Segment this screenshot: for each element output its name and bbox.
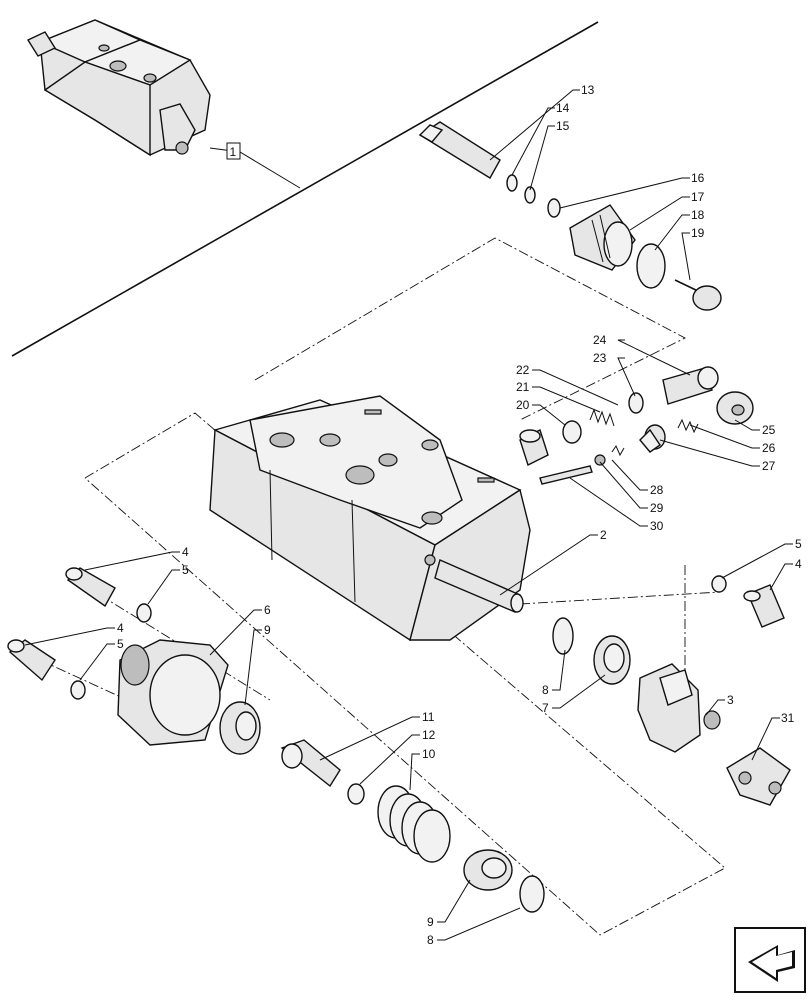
callout-4-right: 4: [795, 557, 802, 571]
snap-ring-15: [524, 186, 536, 204]
plug-20: [519, 429, 549, 466]
leader-lines: [24, 89, 793, 941]
callout-20: 20: [516, 398, 530, 412]
callout-18: 18: [691, 208, 705, 222]
callout-19: 19: [691, 226, 705, 240]
o-ring-21: [562, 420, 582, 444]
separator-line: [11, 21, 599, 357]
callout-11: 11: [422, 710, 435, 724]
washer-5-right: [711, 575, 727, 593]
washer-5-upper: [136, 603, 152, 623]
callout-16: 16: [691, 171, 705, 185]
snap-ring-16: [547, 198, 561, 218]
cap-25: [716, 391, 754, 425]
callout-numbers: 13 14 15 16 17 18 19 24 23 22 21 20 25 2…: [117, 83, 802, 947]
callout-17: 17: [691, 190, 705, 204]
seal-7: [593, 635, 631, 685]
valve-body: [209, 395, 531, 642]
ball-29: [594, 454, 606, 466]
spring-28: [611, 444, 625, 457]
axis-spool-cap: [254, 237, 686, 421]
seat-27: [639, 424, 666, 453]
callout-24: 24: [593, 333, 607, 347]
pin-30: [539, 465, 593, 485]
callout-4-lower: 4: [117, 621, 124, 635]
callout-9-upper: 9: [264, 623, 271, 637]
washer-5-lower: [70, 680, 86, 700]
spring-22: [589, 408, 615, 427]
screw-4-right: [743, 584, 785, 628]
callout-25: 25: [762, 423, 776, 437]
valve-assembly-thumbnail: [26, 19, 211, 157]
callout-3: 3: [727, 693, 734, 707]
washer-12: [347, 783, 365, 805]
check-valve-cap: [569, 204, 636, 271]
callout-8-right: 8: [542, 683, 549, 697]
callout-31: 31: [781, 711, 795, 725]
callout-8-lower: 8: [427, 933, 434, 947]
callout-4-upper: 4: [182, 545, 189, 559]
screw-4-upper: [65, 567, 116, 608]
callout-30: 30: [650, 519, 664, 533]
callout-6: 6: [264, 603, 271, 617]
callout-5-upper: 5: [182, 563, 189, 577]
callout-5-lower: 5: [117, 637, 124, 651]
thumbnail-leader: [209, 147, 301, 189]
callout-26: 26: [762, 441, 776, 455]
spool-pin: [418, 121, 501, 179]
ring-23: [628, 392, 644, 414]
callout-1-box: [226, 142, 241, 160]
callout-12: 12: [422, 728, 436, 742]
o-ring-8-lower: [519, 875, 545, 913]
sleeve-24: [662, 366, 719, 405]
callout-7: 7: [542, 701, 549, 715]
callout-13: 13: [581, 83, 595, 97]
screw-4-lower: [7, 639, 56, 682]
callout-1-label: 1: [230, 145, 237, 159]
chain-link-31: [726, 747, 791, 806]
axis-right-screw: [519, 591, 721, 605]
callout-10: 10: [422, 747, 436, 761]
callout-23: 23: [593, 351, 607, 365]
snap-ring-14: [506, 174, 518, 192]
spool-shaft: [424, 554, 524, 613]
spring-seat-9-lower: [463, 849, 513, 891]
callout-29: 29: [650, 501, 664, 515]
o-ring-8-right: [552, 617, 574, 655]
callout-14: 14: [556, 101, 570, 115]
axis-main-body: [84, 412, 726, 936]
callout-22: 22: [516, 363, 530, 377]
callout-21: 21: [516, 380, 530, 394]
spring-seat-9-upper: [219, 701, 261, 755]
spring-10: [377, 785, 451, 863]
bolt-11: [280, 739, 341, 788]
callout-15: 15: [556, 119, 570, 133]
bracket-3: [637, 663, 721, 753]
spring-26: [677, 418, 699, 434]
cap-19: [674, 279, 722, 311]
callout-28: 28: [650, 483, 664, 497]
previous-page-arrow-icon[interactable]: [734, 927, 806, 993]
cover-6: [117, 639, 229, 746]
o-ring-18: [636, 243, 666, 289]
callout-9-lower: 9: [427, 915, 434, 929]
callout-5-right: 5: [795, 537, 802, 551]
callout-27: 27: [762, 459, 776, 473]
callout-1: 1: [226, 142, 241, 160]
callout-2: 2: [600, 528, 607, 542]
